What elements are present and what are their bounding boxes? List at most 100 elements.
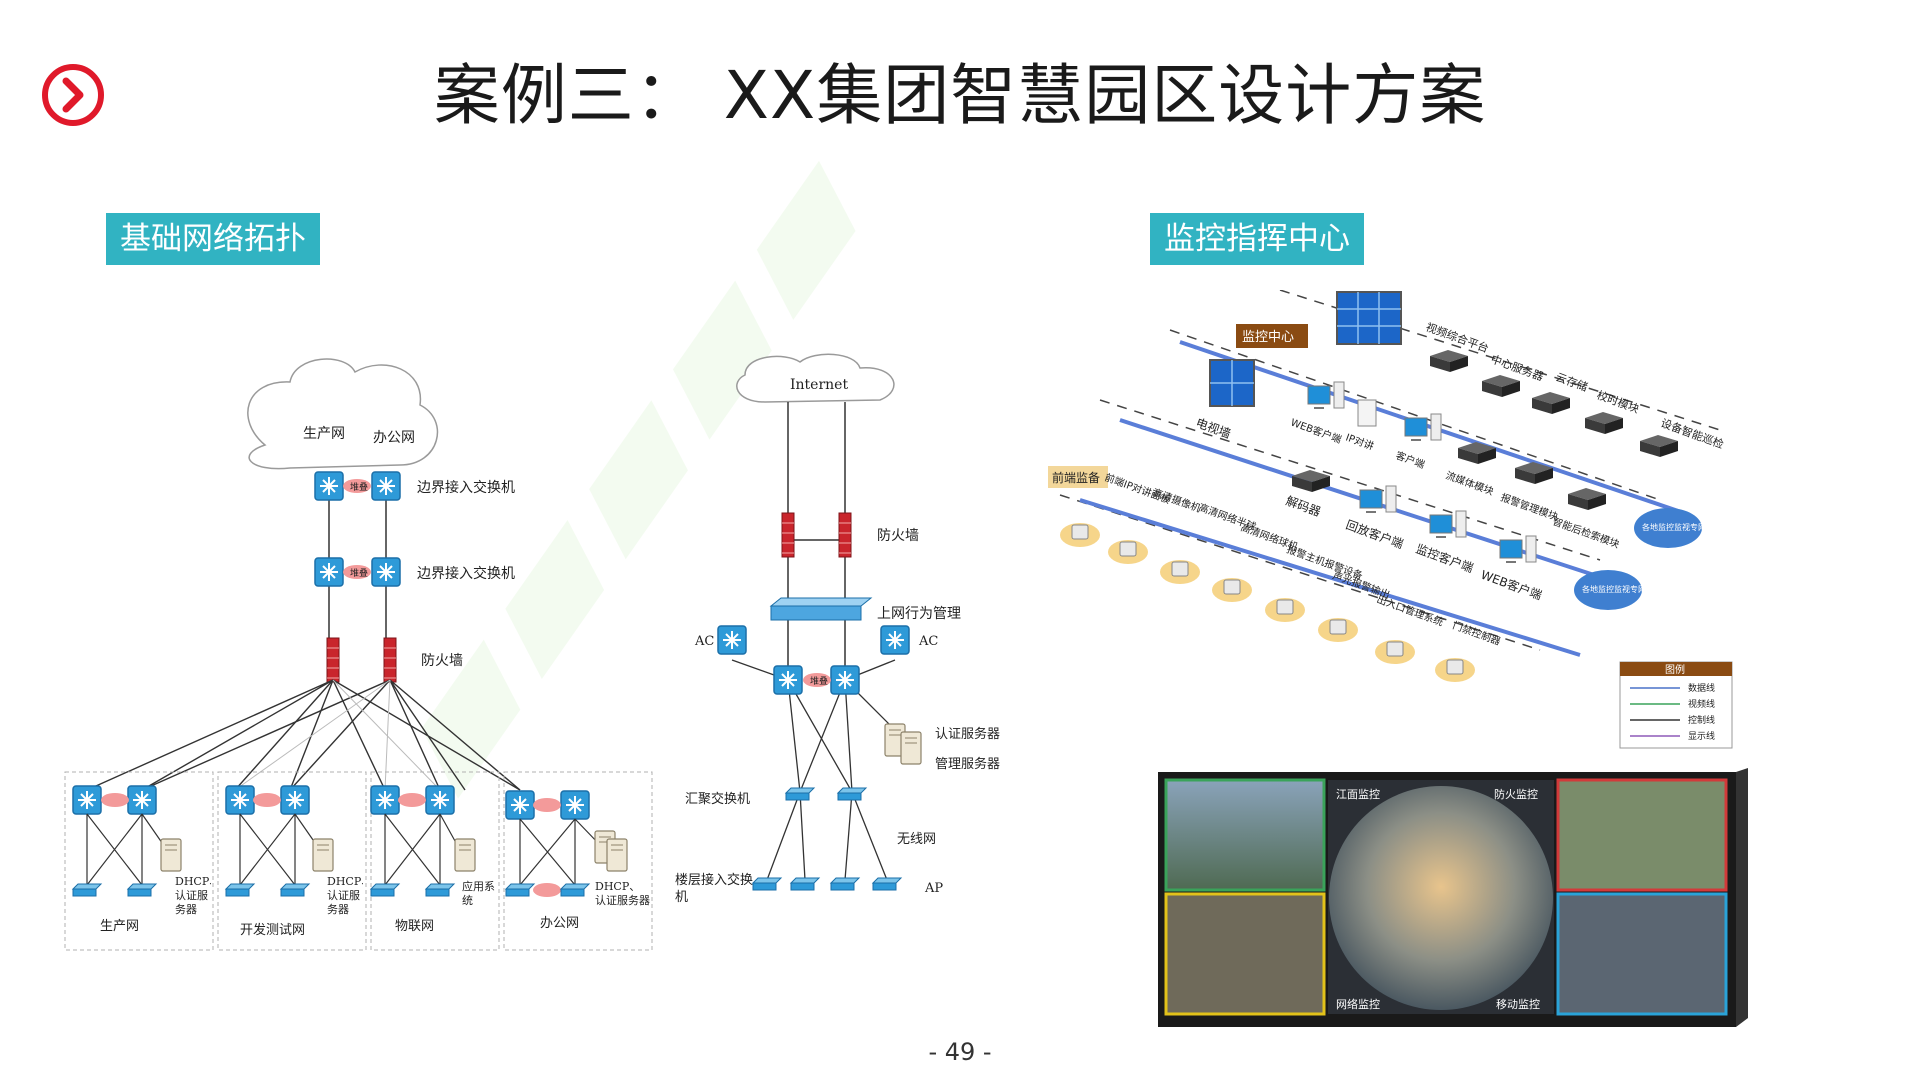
mid-row-label: IP对讲 (1344, 431, 1376, 453)
stack-label: 堆叠 (350, 482, 368, 493)
page-number: - 49 - (928, 1038, 992, 1066)
server-label: DHCP、认证服务器 (327, 875, 363, 916)
web-client-icon (1499, 535, 1537, 563)
aggregation-switch-icon (837, 787, 867, 801)
access-controller-icon (1434, 657, 1476, 683)
border-switch-icon (371, 557, 401, 587)
access-switch-icon (72, 883, 102, 897)
group-devtest: 开发测试网 DHCP、认证服务器 (225, 785, 363, 938)
center-row-label: 校时模块 (1595, 388, 1641, 416)
floor-switch-icon (790, 877, 820, 891)
lower-row-label: 回放客户端 (1344, 517, 1406, 552)
ptz-camera-icon (1211, 577, 1253, 603)
front-label: 前端监备 (1052, 470, 1100, 485)
camera-tile-traffic (1164, 892, 1326, 1016)
stack-icon (253, 793, 281, 807)
legend-item: 数据线 (1688, 682, 1715, 694)
network-topology-diagram: 生产网 办公网 堆叠 边界接入交换机 堆叠 边界接入交换机 防火墙 (64, 353, 1000, 951)
alarm-device-icon (1264, 597, 1306, 623)
firewall-icon (838, 512, 852, 558)
access-switch-icon (225, 883, 255, 897)
legend-title: 图例 (1665, 663, 1685, 676)
mgmt-server-label: 管理服务器 (935, 756, 1000, 772)
firewall-icon (326, 637, 340, 683)
web-client-icon (1307, 381, 1345, 409)
legend-item: 显示线 (1688, 730, 1715, 742)
ac-switch-icon (880, 625, 910, 655)
group-label: 开发测试网 (240, 922, 305, 938)
search-module-icon (1568, 488, 1606, 510)
ac-label-left: AC (694, 634, 714, 649)
video-wall-display: 江面监控 防火监控 网络监控 移动监控 (1158, 768, 1748, 1027)
server-label: DHCP、认证服务器 (595, 880, 650, 907)
switch-icon (280, 785, 310, 815)
mid-row-label: 报警管理模块 (1499, 491, 1560, 524)
section-label-monitoring: 监控指挥中心 (1150, 213, 1364, 265)
access-switch-icon (280, 883, 310, 897)
legend-item: 视频线 (1688, 698, 1715, 710)
siren-icon (1317, 617, 1359, 643)
camera-tile-street (1556, 778, 1728, 892)
access-switch-icon (370, 883, 400, 897)
center-row-label: 云存储 (1554, 370, 1590, 394)
legend: 图例 数据线 视频线 控制线 显示线 (1619, 661, 1733, 749)
switch-icon (72, 785, 102, 815)
page-title: 案例三： XX集团智慧园区设计方案 (433, 57, 1487, 134)
gate-icon (1374, 639, 1416, 665)
switch-icon (560, 790, 590, 820)
firewall-icon (781, 512, 795, 558)
intercom-panel-icon (1059, 522, 1101, 548)
wall-label: 防火监控 (1494, 787, 1538, 801)
group-office: 办公网 DHCP、认证服务器 (505, 790, 650, 931)
stack-label: 堆叠 (810, 676, 828, 687)
ap-label: AP (924, 881, 943, 896)
server-label: DHCP、认证服务器 (175, 875, 211, 916)
floor-switch-icon (872, 877, 902, 891)
border-switch-icon (314, 557, 344, 587)
storage-device-icon (1532, 392, 1570, 414)
monitoring-architecture-diagram: 监控中心 前端监备 视频综合平台 中心服务器 云存储 校时模块 设备智能巡检 W… (1048, 290, 1733, 749)
camera-tile-mobile (1556, 892, 1728, 1016)
group-label: 办公网 (540, 916, 579, 931)
core-switch-icon (830, 665, 860, 695)
wireless-label: 无线网 (897, 832, 936, 847)
ac-switch-icon (717, 625, 747, 655)
lower-row-label: 监控客户端 (1414, 541, 1476, 576)
access-switch-icon (127, 883, 157, 897)
tv-wall-icon (1209, 359, 1255, 407)
dome-camera-icon (1159, 559, 1201, 585)
switch-icon (425, 785, 455, 815)
group-iot: 物联网 应用系统 (370, 785, 495, 934)
layer-label-border-1: 边界接入交换机 (417, 479, 515, 496)
switch-icon (225, 785, 255, 815)
right-topology: Internet 防火墙 上网行为管理 堆叠 AC AC 认证服务器 管理服务器… (675, 353, 1000, 905)
server-device-icon (1482, 375, 1520, 397)
mid-row-label: WEB客户端 (1289, 416, 1343, 446)
svg-text:各地监控监视专网: 各地监控监视专网 (1642, 522, 1706, 532)
switch-icon (370, 785, 400, 815)
internet-label: Internet (790, 377, 848, 393)
switch-icon (127, 785, 157, 815)
behavior-mgmt-label: 上网行为管理 (877, 606, 961, 622)
private-network-cloud-icon: 各地监控监视专网 (1634, 508, 1706, 548)
video-wall-screen-icon (1336, 291, 1402, 345)
camera-tile-river (1164, 778, 1326, 892)
wall-label: 江面监控 (1336, 787, 1380, 801)
floor-switch-icon (830, 877, 860, 891)
access-switch-icon (505, 883, 535, 897)
center-row-label: 视频综合平台 (1424, 320, 1491, 356)
stack-icon (533, 883, 561, 897)
timing-device-icon (1585, 412, 1623, 434)
aggregation-label: 汇聚交换机 (685, 791, 750, 807)
access-switch-icon (425, 883, 455, 897)
intercom-icon (1357, 399, 1377, 427)
stack-label: 堆叠 (350, 568, 368, 579)
wall-label: 网络监控 (1336, 997, 1380, 1011)
group-label: 生产网 (100, 919, 139, 934)
monitor-client-icon (1429, 510, 1467, 538)
border-switch-icon (314, 471, 344, 501)
section-label-network: 基础网络拓扑 (106, 213, 320, 265)
firewall-icon (383, 637, 397, 683)
inspection-device-icon (1640, 435, 1678, 457)
floor-access-label: 楼层接入交换机 (675, 873, 754, 905)
